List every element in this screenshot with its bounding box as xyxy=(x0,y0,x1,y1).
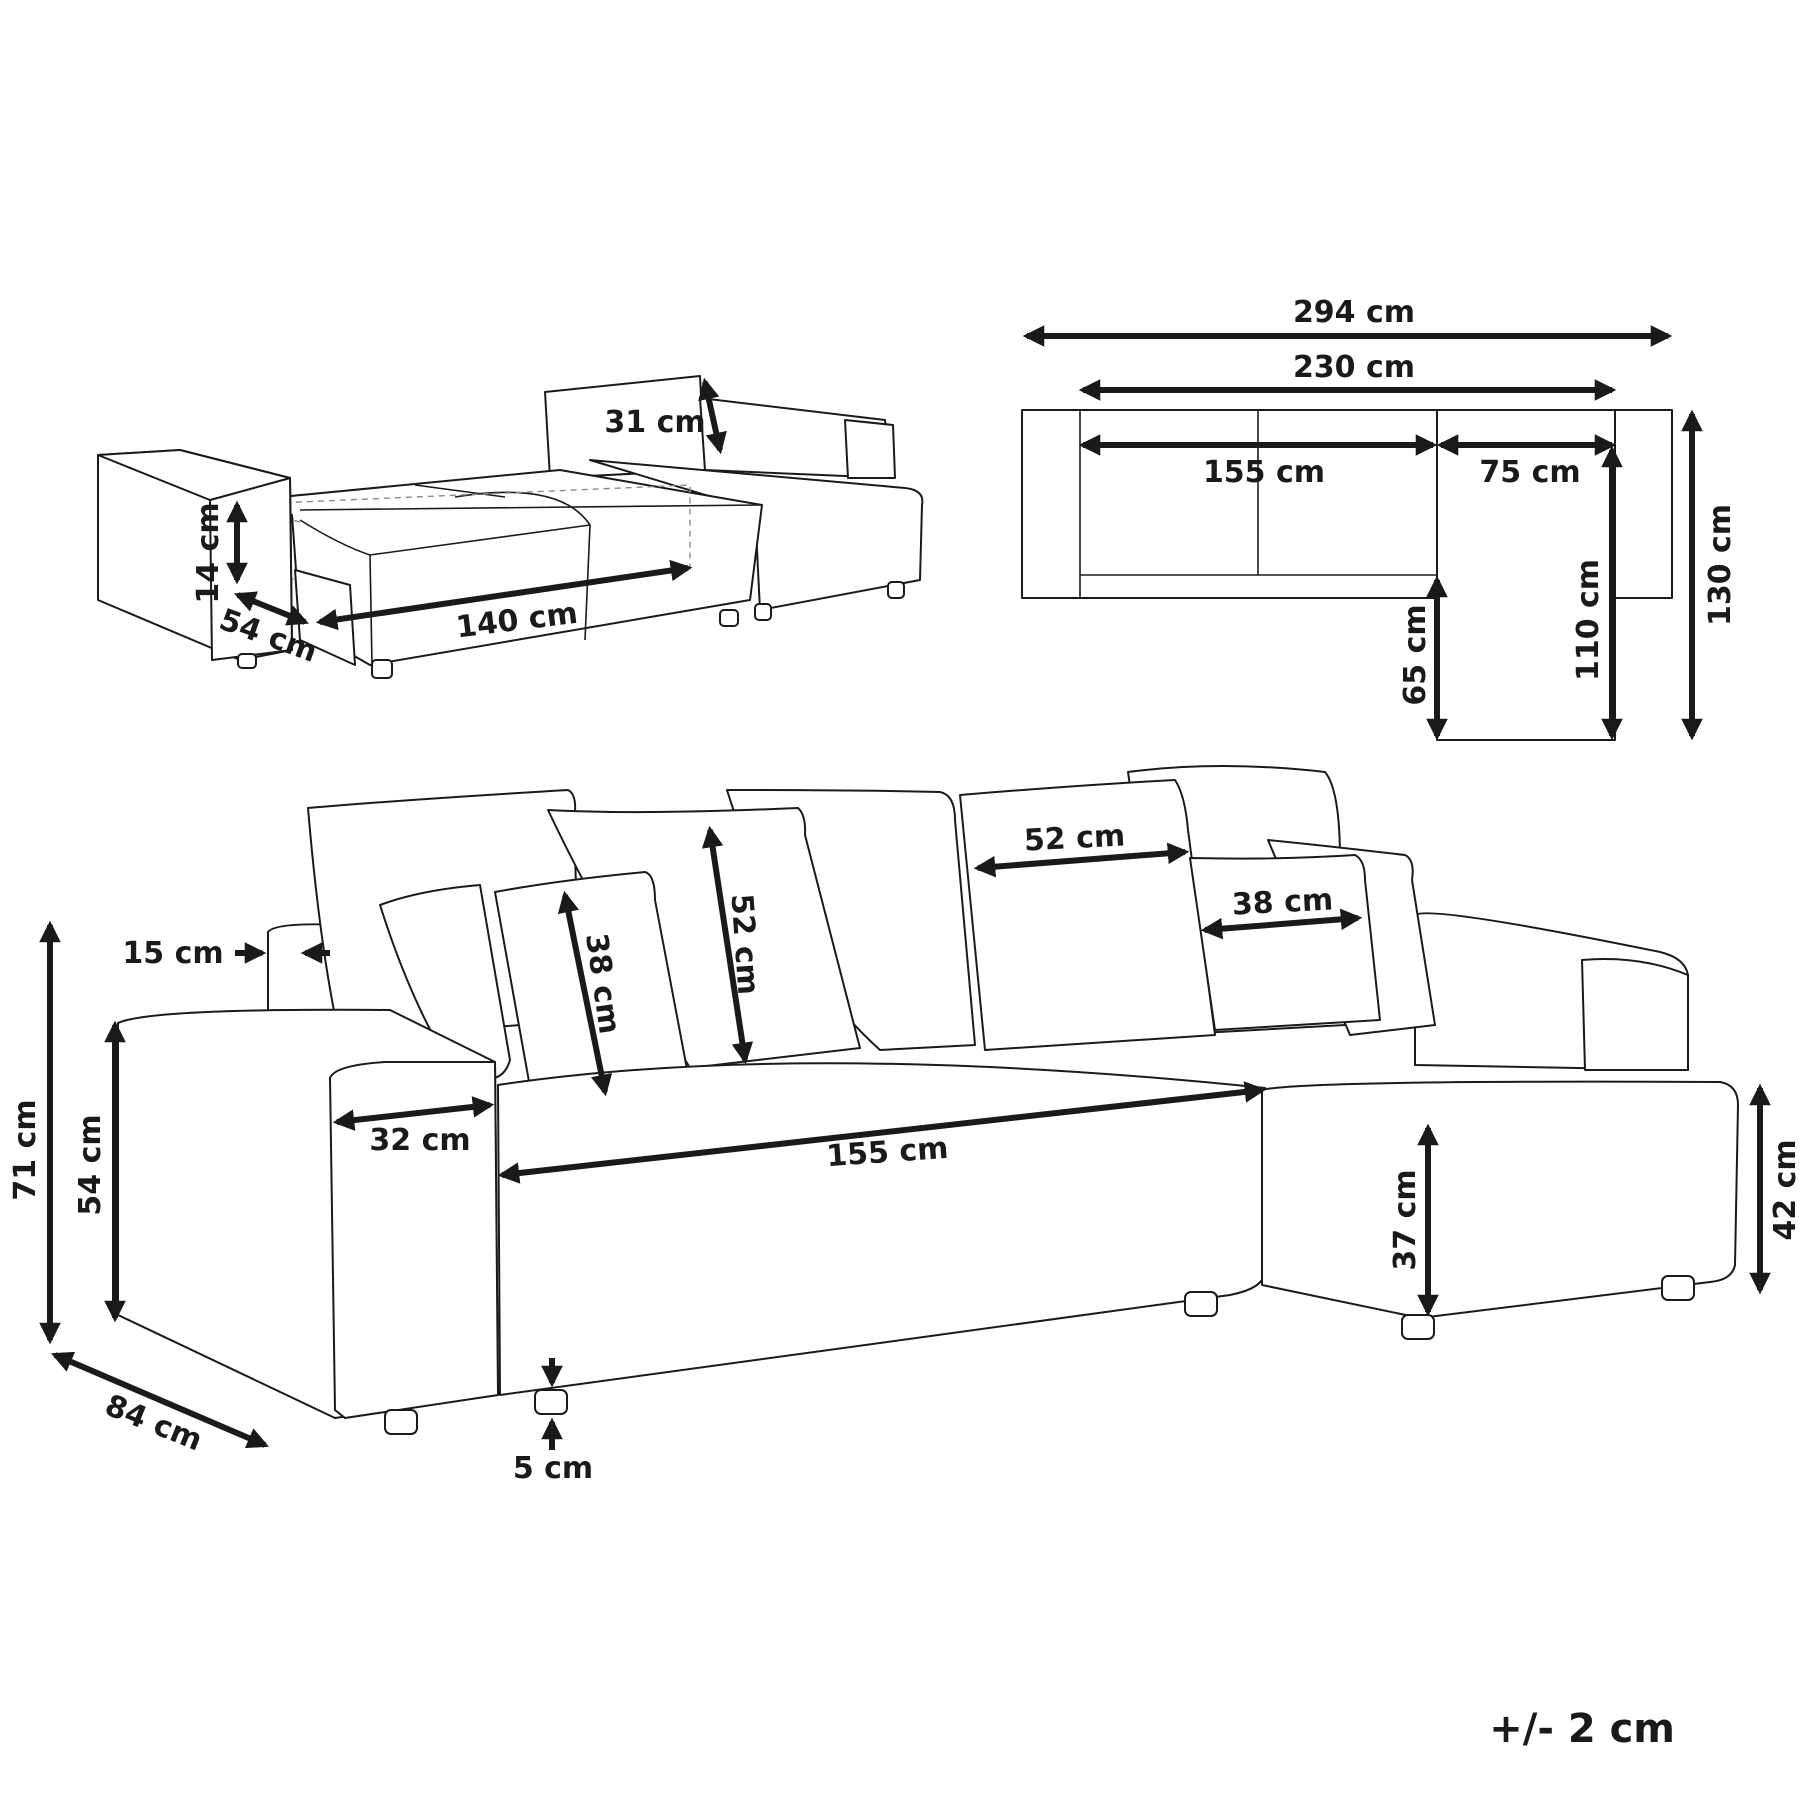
label-15: 15 cm xyxy=(122,936,223,971)
label-38-horiz: 38 cm xyxy=(1231,882,1334,922)
label-32: 32 cm xyxy=(369,1123,470,1158)
label-155-top: 155 cm xyxy=(1203,455,1325,490)
label-5: 5 cm xyxy=(513,1451,593,1486)
arrow-32 xyxy=(332,1096,495,1131)
label-130: 130 cm xyxy=(1703,504,1738,626)
label-31: 31 cm xyxy=(604,405,705,440)
arrow-84 xyxy=(51,1351,269,1449)
arrow-31 xyxy=(698,377,727,455)
arrow-38-horiz xyxy=(1200,908,1363,940)
label-52-horiz: 52 cm xyxy=(1023,818,1126,858)
arrow-38-vert xyxy=(557,890,613,1097)
label-52-vert: 52 cm xyxy=(723,893,765,996)
label-54: 54 cm xyxy=(73,1114,108,1215)
arrow-54-bed xyxy=(233,591,310,626)
label-37: 37 cm xyxy=(1388,1169,1423,1270)
corner-sofa-view xyxy=(117,765,1739,1435)
label-14: 14 cm xyxy=(191,502,226,603)
label-230: 230 cm xyxy=(1293,350,1415,385)
arrow-52-vert xyxy=(701,825,754,1065)
arrow-52-horiz xyxy=(973,842,1190,878)
label-294: 294 cm xyxy=(1293,295,1415,330)
tolerance-note: +/- 2 cm xyxy=(1489,1706,1675,1752)
label-75-top: 75 cm xyxy=(1479,455,1580,490)
label-110: 110 cm xyxy=(1571,559,1606,681)
label-71: 71 cm xyxy=(8,1099,43,1200)
arrow-140 xyxy=(315,559,693,631)
label-65: 65 cm xyxy=(1398,604,1433,705)
dimension-arrows xyxy=(39,325,1771,1450)
label-155: 155 cm xyxy=(825,1131,949,1174)
label-42: 42 cm xyxy=(1768,1139,1800,1240)
arrow-155 xyxy=(497,1081,1267,1184)
